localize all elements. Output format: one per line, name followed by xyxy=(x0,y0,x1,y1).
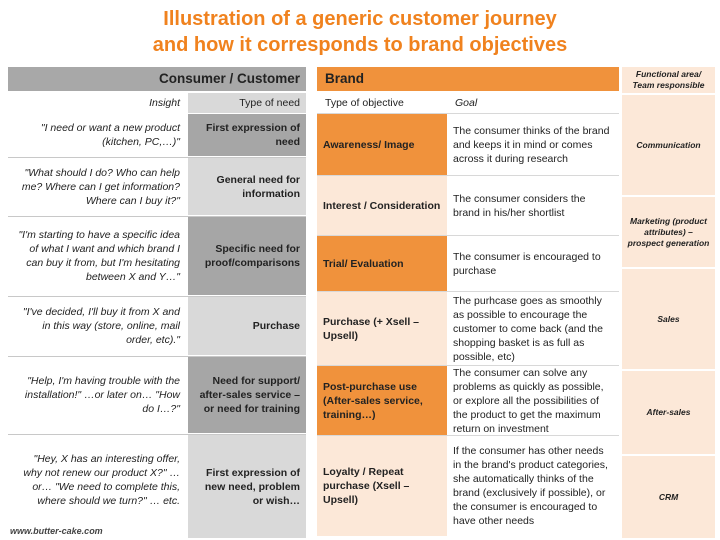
area-crm: CRM xyxy=(658,491,679,502)
title-line-2: and how it corresponds to brand objectiv… xyxy=(152,34,568,56)
consumer-insight-3: "I'm starting to have a specific idea of… xyxy=(18,229,180,283)
consumer-insight-6: "Hey, X has an interesting offer, why no… xyxy=(23,453,180,507)
footer-url: www.butter-cake.com xyxy=(10,526,103,536)
consumer-need-1: First expression of need xyxy=(188,114,306,156)
objective-type-6: Loyalty / Repeat purchase (Xsell – Upsel… xyxy=(317,436,447,536)
functional-area-column xyxy=(622,67,715,538)
page-title: Illustration of a generic customer journ… xyxy=(0,6,720,58)
objective-goal-1: The consumer thinks of the brand and kee… xyxy=(453,124,610,165)
area-sales: Sales xyxy=(657,313,680,324)
row-divider xyxy=(317,113,619,114)
row-divider xyxy=(317,365,619,366)
row-divider xyxy=(8,356,306,357)
row-divider xyxy=(317,435,619,436)
consumer-need-6: First expression of new need, problem or… xyxy=(188,435,306,538)
consumer-header: Consumer / Customer xyxy=(8,67,306,91)
area-divider xyxy=(622,267,715,269)
consumer-insight-5: "Help, I'm having trouble with the insta… xyxy=(24,375,180,415)
row-divider xyxy=(8,296,306,297)
area-marketing: Marketing (product attributes) – prospec… xyxy=(627,215,710,248)
brand-header: Brand xyxy=(317,67,619,91)
objective-goal-5: The consumer can solve any problems as q… xyxy=(453,366,604,435)
consumer-need-3: Specific need for proof/comparisons xyxy=(188,217,306,295)
area-divider xyxy=(622,369,715,371)
area-after-sales: After-sales xyxy=(646,407,691,417)
area-divider xyxy=(622,454,715,456)
consumer-need-4: Purchase xyxy=(188,297,306,355)
objective-goal-3: The consumer is encouraged to purchase xyxy=(453,250,601,277)
objective-type-5: Post-purchase use (After-sales service, … xyxy=(317,366,447,435)
row-divider xyxy=(317,235,619,236)
row-divider xyxy=(8,434,306,435)
row-divider xyxy=(8,157,306,158)
consumer-insight-2: "What should I do? Who can help me? Wher… xyxy=(21,166,180,207)
objective-type-4: Purchase (+ Xsell – Upsell) xyxy=(317,292,447,365)
area-communication: Communication xyxy=(636,139,701,150)
title-line-1: Illustration of a generic customer journ… xyxy=(163,8,557,30)
insight-column-header: Insight xyxy=(149,97,180,109)
consumer-insight-1: "I need or want a new product (kitchen, … xyxy=(40,122,180,148)
area-divider xyxy=(622,195,715,197)
objective-type-2: Interest / Consideration xyxy=(317,176,447,235)
row-divider xyxy=(8,216,306,217)
objective-type-column-header: Type of objective xyxy=(325,97,404,109)
objective-goal-4: The purhcase goes as smoothly as possibl… xyxy=(453,294,603,363)
consumer-need-5: Need for support/ after-sales service – … xyxy=(188,357,306,433)
goal-column-header: Goal xyxy=(455,97,478,109)
row-divider xyxy=(317,175,619,176)
objective-type-1: Awareness/ Image xyxy=(317,114,447,175)
objective-type-3: Trial/ Evaluation xyxy=(317,236,447,291)
need-column-header: Type of need xyxy=(188,93,306,113)
objective-goal-2: The consumer considers the brand in his/… xyxy=(453,192,586,219)
objective-goal-6: If the consumer has other needs in the b… xyxy=(453,445,608,527)
consumer-insight-4: "I've decided, I'll buy it from X and in… xyxy=(22,306,180,346)
row-divider xyxy=(317,291,619,292)
functional-area-header: Functional area/ Team responsible xyxy=(632,69,705,90)
consumer-need-2: General need for information xyxy=(188,158,306,215)
area-divider xyxy=(622,93,715,95)
